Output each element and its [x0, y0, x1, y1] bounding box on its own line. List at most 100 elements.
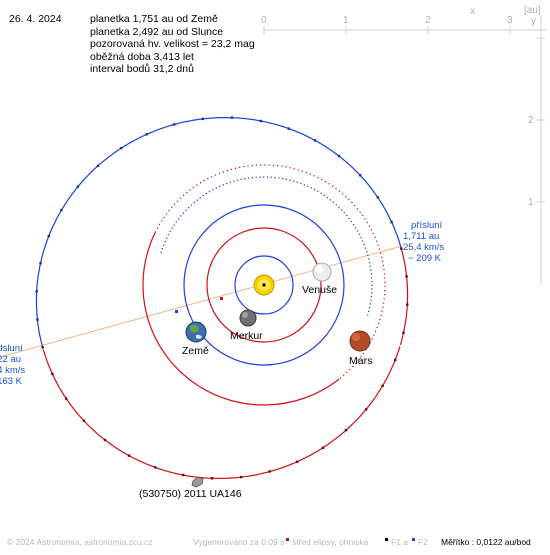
- asteroid-position-marker: [35, 290, 38, 293]
- mars-orbit-dot: [301, 170, 304, 172]
- asteroid-position-marker: [82, 419, 86, 422]
- asteroid: (530750) 2011 UA146: [139, 476, 242, 500]
- mars-orbit-dot: [192, 186, 195, 189]
- asteroid-position-marker: [60, 209, 63, 212]
- x-tick-label: 0: [261, 15, 267, 26]
- outer-orbit-dot: [274, 176, 276, 179]
- x-tick-label: 3: [507, 15, 513, 26]
- asteroid-position-marker: [337, 154, 341, 158]
- asteroid-position-marker: [296, 460, 299, 463]
- legend-center-mark: [286, 538, 289, 541]
- mars-orbit-dot: [264, 164, 266, 166]
- aphelion-distance: 3,322 au: [0, 354, 21, 365]
- mars-orbit-dot: [356, 208, 359, 210]
- asteroid-position-marker: [96, 164, 100, 167]
- asteroid-position-marker: [394, 358, 397, 362]
- asteroid-position-marker: [287, 127, 290, 130]
- mars-orbit-dot: [309, 173, 311, 175]
- mars-orbit-dot: [383, 268, 385, 271]
- outer-orbit-dot: [229, 181, 231, 184]
- mars-orbit-dot: [171, 206, 173, 209]
- asteroid-position-marker: [321, 446, 325, 449]
- outer-orbit-dot: [219, 185, 221, 188]
- asteroid-position-marker: [39, 262, 42, 265]
- footer-legend-f2: F2: [418, 537, 428, 547]
- outer-orbit-dot: [263, 176, 265, 178]
- mars-orbit-dot: [366, 221, 368, 224]
- outer-orbit-dot: [368, 261, 371, 264]
- outer-orbit-dot: [300, 182, 302, 185]
- mars-orbit-dot: [383, 294, 386, 296]
- outer-orbit-dot: [161, 247, 164, 250]
- mars-orbit-dot: [210, 176, 213, 178]
- asteroid-orbit: [35, 116, 409, 480]
- outer-orbit-dot: [236, 179, 239, 181]
- perihelion-temperature: ~ 209 K: [408, 253, 442, 264]
- outer-orbit-dot: [323, 194, 326, 197]
- mars-orbit-dot: [384, 277, 386, 279]
- outer-orbit-dot: [233, 180, 235, 182]
- earth-orbit: [183, 204, 345, 366]
- mars-orbit-dot: [251, 164, 253, 167]
- mars-orbit-dot: [186, 191, 188, 194]
- asteroid-position-marker: [103, 438, 107, 442]
- mars-orbit-dot: [381, 260, 384, 263]
- mars-orbit-dot: [255, 164, 258, 166]
- outer-orbit-dot: [307, 185, 309, 187]
- outer-orbit-dot: [346, 214, 348, 217]
- mars-orbit-dot: [305, 171, 308, 174]
- mars-orbit-dot: [368, 225, 371, 227]
- mars-orbit-dot: [189, 189, 191, 191]
- asteroid-position-marker: [182, 473, 185, 477]
- outer-orbit-dot: [226, 182, 228, 185]
- mars-orbit-dot: [230, 168, 233, 171]
- outer-orbit-dot: [358, 233, 361, 236]
- outer-orbit-dot: [259, 176, 261, 178]
- mars-orbit-dot: [384, 285, 386, 288]
- mars-label: Mars: [349, 355, 372, 367]
- perihelion-annotation: přísluní 1,711 au 25,4 km/s ~ 209 K: [403, 220, 444, 264]
- asteroid-position-marker: [36, 318, 39, 321]
- mars-orbit-dot: [214, 174, 217, 176]
- perihelion-title: přísluní: [411, 220, 443, 231]
- asteroid-position-marker: [400, 247, 403, 250]
- footer-generated: Vygenerováno za 0,09 s: [193, 537, 285, 547]
- asteroid-position-marker: [65, 397, 68, 400]
- outer-orbit-dot: [370, 273, 373, 275]
- asteroid-position-marker: [358, 174, 362, 177]
- mars-orbit-dot: [331, 185, 334, 187]
- asteroid-position-marker: [402, 331, 405, 334]
- mars-orbit-dot: [377, 322, 380, 325]
- outer-orbit-dot: [187, 206, 190, 209]
- info-line-earth-distance: planetka 1,751 au od Země: [90, 13, 218, 25]
- asteroid-position-marker: [51, 372, 54, 376]
- outer-orbit-dot: [371, 276, 373, 279]
- outer-orbit-dot: [278, 177, 280, 179]
- mars-orbit-dot: [352, 365, 354, 368]
- asteroid-position-marker: [344, 429, 348, 432]
- outer-orbit-dot: [366, 251, 368, 253]
- mars-orbit-dot: [354, 204, 356, 207]
- outer-orbit-dot: [255, 176, 257, 178]
- outer-orbit-dot: [354, 227, 357, 229]
- outer-orbit-dot: [165, 237, 168, 239]
- outer-orbit-dot: [240, 178, 242, 181]
- mars-orbit-dot: [163, 216, 165, 219]
- sun: [253, 274, 275, 296]
- mars-orbit-dot: [351, 201, 353, 204]
- asteroid-position-marker: [41, 346, 44, 349]
- outer-orbit-dot: [190, 204, 193, 206]
- mars-orbit-dot: [371, 338, 373, 340]
- mars-orbit-dot: [328, 183, 330, 185]
- perihelion-distance: 1,711 au: [403, 231, 439, 242]
- outer-orbit-dot: [281, 177, 284, 180]
- asteroid-position-marker: [47, 234, 50, 238]
- mars-orbit-dot: [378, 248, 381, 250]
- outer-orbit-dot: [338, 206, 340, 208]
- outer-orbit-dot: [356, 230, 359, 232]
- asteroid-position-marker: [201, 117, 204, 121]
- mars-orbit-dot: [382, 264, 385, 267]
- mars-orbit-dot: [268, 164, 270, 166]
- outer-orbit-dot: [182, 212, 185, 214]
